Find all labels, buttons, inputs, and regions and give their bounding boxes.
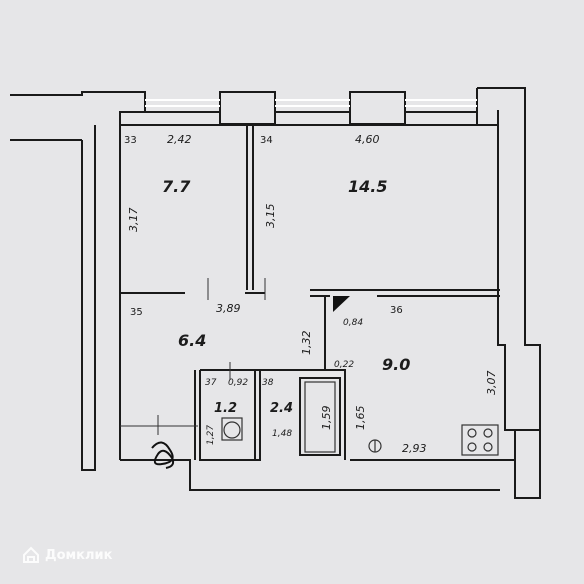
dim-room34-height: 3,15 [264, 204, 277, 229]
room-number-36: 36 [390, 305, 403, 316]
dim-bath-width: 1,48 [272, 429, 292, 439]
area-room-34: 14.5 [348, 177, 387, 196]
plumbing [221, 381, 336, 453]
dim-kitchen-width: 2,93 [402, 442, 427, 455]
area-room-35: 6.4 [178, 331, 206, 350]
dim-room33-height: 3,17 [127, 208, 140, 233]
partitions [120, 125, 500, 461]
door-ticks [120, 278, 266, 435]
dim-niche-width: 0,84 [343, 318, 363, 328]
area-room-36: 9.0 [382, 355, 410, 374]
house-logo-icon [23, 546, 39, 563]
niche-mark [333, 296, 350, 312]
room-number-37: 37 [205, 378, 217, 388]
dim-bath-depth: 1,59 [320, 406, 333, 431]
dim-kitchen-depth: 1,65 [354, 406, 367, 431]
room-number-34: 34 [260, 135, 273, 146]
area-room-38: 2.4 [270, 401, 293, 416]
dim-toilet-depth: 1,27 [206, 425, 216, 445]
stove-icon [461, 424, 499, 456]
domclick-watermark: Домклик [22, 546, 112, 564]
dim-niche-depth: 0,22 [334, 360, 354, 370]
dim-room34-width: 4,60 [355, 133, 380, 146]
dim-kitchen-height: 3,07 [485, 371, 498, 396]
watermark-text: Домклик [45, 547, 113, 563]
walls [10, 87, 541, 499]
area-room-37: 1.2 [214, 401, 237, 416]
scribble-mark [151, 441, 175, 469]
dim-hall-width: 3,89 [216, 302, 241, 315]
room-number-38: 38 [262, 378, 274, 388]
room-number-33: 33 [124, 135, 137, 146]
windows [145, 99, 477, 107]
dim-hall-depth: 1,32 [300, 331, 313, 356]
dim-room33-width: 2,42 [167, 133, 192, 146]
area-room-33: 7.7 [162, 177, 191, 196]
drain-icon [368, 439, 382, 453]
dim-toilet-width: 0,92 [228, 378, 248, 388]
room-number-35: 35 [130, 307, 143, 318]
